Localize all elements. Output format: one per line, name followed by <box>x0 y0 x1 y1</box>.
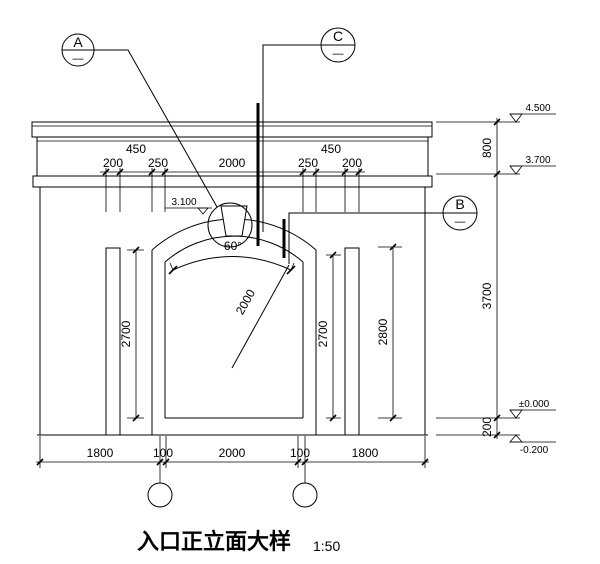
right-opening-ticks <box>329 251 337 422</box>
top-segment-4: 250 <box>298 156 318 170</box>
wall <box>37 187 428 436</box>
bottom-segment-1: 1800 <box>87 446 114 460</box>
arch-angle-label: 60° <box>224 239 242 253</box>
elevation-dimension-chain: 800 3700 200 <box>436 118 520 439</box>
level-label: 4.500 <box>525 103 550 114</box>
level-label: ±0.000 <box>519 399 550 410</box>
level-triangle <box>509 113 523 123</box>
level-mark-ground: -0.200 <box>509 434 556 456</box>
level-mark-cornice-base: 3.700 <box>509 155 556 175</box>
left-pilaster <box>105 247 121 436</box>
top-overall-left: 450 <box>126 142 146 156</box>
top-dimension-ticks <box>102 168 363 176</box>
elevation-label-cornice: 800 <box>480 138 494 158</box>
top-segment-5: 200 <box>342 156 362 170</box>
callout-c-letter: C <box>333 28 343 44</box>
bottom-segment-3: 2000 <box>219 446 246 460</box>
callout-c: C — <box>256 27 356 246</box>
elevation-label-wall: 3700 <box>480 282 494 309</box>
cornice <box>31 121 433 188</box>
right-opening-dimension: 2700 <box>316 251 341 422</box>
top-dimension-chain: 450 450 200 250 2000 250 200 <box>100 142 365 212</box>
drawing-scale: 1:50 <box>313 538 340 554</box>
keystone <box>220 205 248 237</box>
inner-right-extensions <box>378 246 402 419</box>
callout-b-sheet: — <box>455 216 466 228</box>
left-opening-dimension: 2700 <box>119 246 144 422</box>
door-opening <box>151 202 317 435</box>
keystone-level-label: 3.100 <box>171 197 196 208</box>
bottom-segment-2: 100 <box>153 446 173 460</box>
inner-right-dimension: 2800 <box>376 243 402 422</box>
level-label: -0.200 <box>520 445 549 456</box>
left-opening-ticks <box>132 246 140 422</box>
callout-b-letter: B <box>455 196 464 212</box>
bottom-segment-5: 1800 <box>352 446 379 460</box>
level-mark-cornice-top: 4.500 <box>509 103 556 123</box>
grid-axes <box>147 436 318 508</box>
elevation-label-plinth: 200 <box>480 417 494 437</box>
grid-axis-left-bubble <box>147 482 173 508</box>
left-opening-label: 2700 <box>119 320 133 347</box>
bottom-extension-lines <box>39 436 426 468</box>
detail-a-circle <box>207 202 253 248</box>
drawing-title: 入口正立面大样 <box>137 529 291 555</box>
callout-b: B — <box>282 195 478 264</box>
callout-a-sheet: — <box>73 53 84 65</box>
callout-a: A — <box>61 33 218 208</box>
bottom-segment-4: 100 <box>290 446 310 460</box>
inner-right-ticks <box>389 243 397 422</box>
cornice-band <box>32 175 433 188</box>
top-segment-1: 200 <box>103 156 123 170</box>
arch-angle-arc <box>172 256 292 271</box>
cornice-cap <box>31 121 433 138</box>
elevation-ticks <box>493 118 501 439</box>
grid-axis-right-bubble <box>292 482 318 508</box>
callout-b-leader <box>288 212 443 264</box>
level-label: 3.700 <box>525 155 550 166</box>
level-mark-floor: ±0.000 <box>509 399 556 419</box>
top-segment-2: 250 <box>148 156 168 170</box>
top-extension-lines <box>105 168 360 212</box>
keystone-level-triangle <box>197 207 209 215</box>
keystone-level-mark: 3.100 <box>165 197 212 215</box>
top-overall-right: 450 <box>321 142 341 156</box>
callout-a-leader <box>94 49 218 208</box>
arch-radius-line <box>231 264 290 369</box>
level-triangle <box>509 165 523 175</box>
arch-angle-ticks <box>168 265 296 275</box>
top-segment-3: 2000 <box>219 156 246 170</box>
callout-c-leader <box>262 44 321 232</box>
right-opening-label: 2700 <box>316 320 330 347</box>
level-marks: 4.500 3.700 ±0.000 -0.200 <box>509 103 556 456</box>
right-pilaster <box>344 247 360 436</box>
level-triangle <box>509 434 523 443</box>
level-triangle <box>509 409 523 419</box>
inner-right-label: 2800 <box>376 318 390 345</box>
callout-a-letter: A <box>73 34 83 50</box>
callout-c-sheet: — <box>333 48 344 60</box>
elevation-extensions <box>436 121 520 436</box>
